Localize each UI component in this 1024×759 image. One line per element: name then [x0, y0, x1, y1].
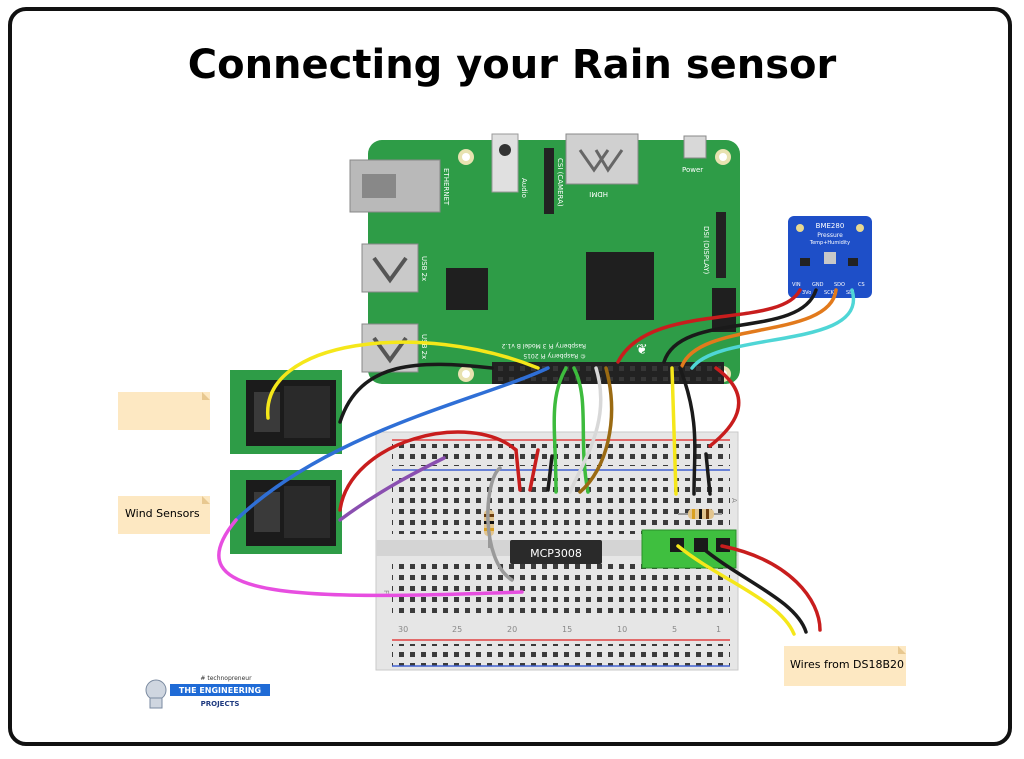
wire-magenta-wind — [217, 518, 524, 598]
wind-sensors-note: Wind Sensors — [118, 496, 210, 534]
wire-cyan-bme — [690, 288, 856, 370]
power-port — [683, 135, 707, 159]
copyright-label: © Raspberry Pi 2015 — [523, 352, 586, 359]
power-label: Power — [682, 166, 703, 174]
wire-purple-wind — [338, 456, 446, 522]
csi-connector — [544, 148, 554, 214]
wire-green-2 — [572, 366, 590, 494]
wire-red-right — [708, 366, 741, 448]
ram-chip — [712, 288, 736, 332]
bme-pin-gnd: GND — [812, 282, 824, 288]
ethernet-label: ETHERNET — [442, 168, 450, 206]
wire-red-bme — [616, 288, 802, 364]
page-title: Connecting your Rain sensor — [187, 42, 837, 88]
bme-sub1: Pressure — [817, 232, 843, 239]
raspberry-pi-board: ETHERNET USB 2x USB 2x Audio CSI (CAMERA… — [349, 133, 740, 384]
mcp3008-chip: MCP3008 — [510, 540, 602, 564]
audio-jack — [491, 133, 519, 193]
wire-brown — [578, 366, 614, 494]
dsi-connector — [716, 212, 726, 278]
wire-black-right — [678, 366, 697, 496]
bme-pin-cs: CS — [858, 282, 865, 288]
audio-label: Audio — [520, 178, 528, 198]
wire-black-ds — [698, 544, 808, 634]
wire-red-short-2 — [528, 448, 540, 492]
bb-col-10: 10 — [617, 625, 627, 634]
ds18b20-note: Wires from DS18B20 — [784, 646, 906, 686]
usb-port-top — [361, 243, 419, 293]
bb-col-15: 15 — [562, 625, 572, 634]
bb-col-25: 25 — [452, 625, 462, 634]
wire-green-1 — [552, 366, 568, 494]
bme280-sensor: BME280 Pressure Temp+Humidity VIN 3Vo GN… — [788, 216, 872, 298]
rj11-board-rain — [230, 370, 342, 454]
resistor-right — [678, 509, 722, 519]
bme-pin-sdo: SDO — [834, 282, 845, 288]
wire-black-short — [546, 454, 554, 492]
wire-white — [568, 366, 603, 494]
wire-blue-wind — [234, 366, 550, 522]
wire-black-right-2 — [704, 452, 712, 496]
engineering-projects-logo: # technopreneur THE ENGINEERING PROJECTS — [145, 675, 270, 709]
raspberry-logo: ❦ — [636, 342, 648, 358]
bme-sub2: Temp+Humidity — [809, 240, 850, 246]
bme-pin-sdi: SDI — [846, 290, 855, 296]
bb-row-letters-top: A — [730, 498, 738, 503]
robot-icon — [145, 679, 167, 701]
bme-pin-vin: VIN — [792, 282, 801, 288]
dsi-label: DSI (DISPLAY) — [702, 226, 710, 275]
wire-red-short-1 — [514, 448, 522, 492]
blank-note — [118, 392, 210, 430]
ds18b20-label: Wires from DS18B20 — [790, 658, 904, 671]
wires — [217, 288, 856, 636]
bb-row-letters-bottom: F — [382, 590, 390, 594]
logo-line1: THE ENGINEERING — [179, 686, 261, 695]
bb-col-20: 20 — [507, 625, 517, 634]
usb-label-top: USB 2x — [420, 256, 428, 281]
bme-pin-sck: SCK — [824, 290, 835, 296]
usb-label-bottom: USB 2x — [420, 334, 428, 359]
wire-yellow-ds — [676, 544, 796, 636]
wire-orange-bme — [680, 288, 838, 368]
bb-col-30: 30 — [398, 625, 408, 634]
wire-gray-chip — [486, 466, 514, 582]
soc-chip — [586, 252, 654, 320]
bb-col-5: 5 — [672, 625, 677, 634]
bb-col-1: 1 — [716, 625, 721, 634]
logo-line2: PROJECTS — [201, 700, 240, 708]
wire-black-bme — [662, 288, 818, 364]
bme-pin-3vo: 3Vo — [802, 290, 811, 296]
model-label: Raspberry Pi 3 Model B v1.2 — [502, 342, 586, 349]
csi-label: CSI (CAMERA) — [556, 158, 564, 207]
wire-black-rain — [338, 362, 494, 424]
wire-yellow-rain — [266, 340, 540, 420]
chip-label: MCP3008 — [530, 547, 582, 560]
usb-port-bottom — [361, 323, 419, 373]
bme-name: BME280 — [816, 222, 845, 230]
hdmi-label: HDMI — [589, 190, 608, 198]
wire-red-ds — [720, 544, 822, 632]
usb-chip — [446, 268, 488, 310]
wind-sensors-label: Wind Sensors — [125, 507, 200, 520]
wire-yellow-right — [670, 366, 678, 496]
logo-hashtag: # technopreneur — [200, 675, 252, 682]
wire-red-wind — [338, 430, 518, 512]
